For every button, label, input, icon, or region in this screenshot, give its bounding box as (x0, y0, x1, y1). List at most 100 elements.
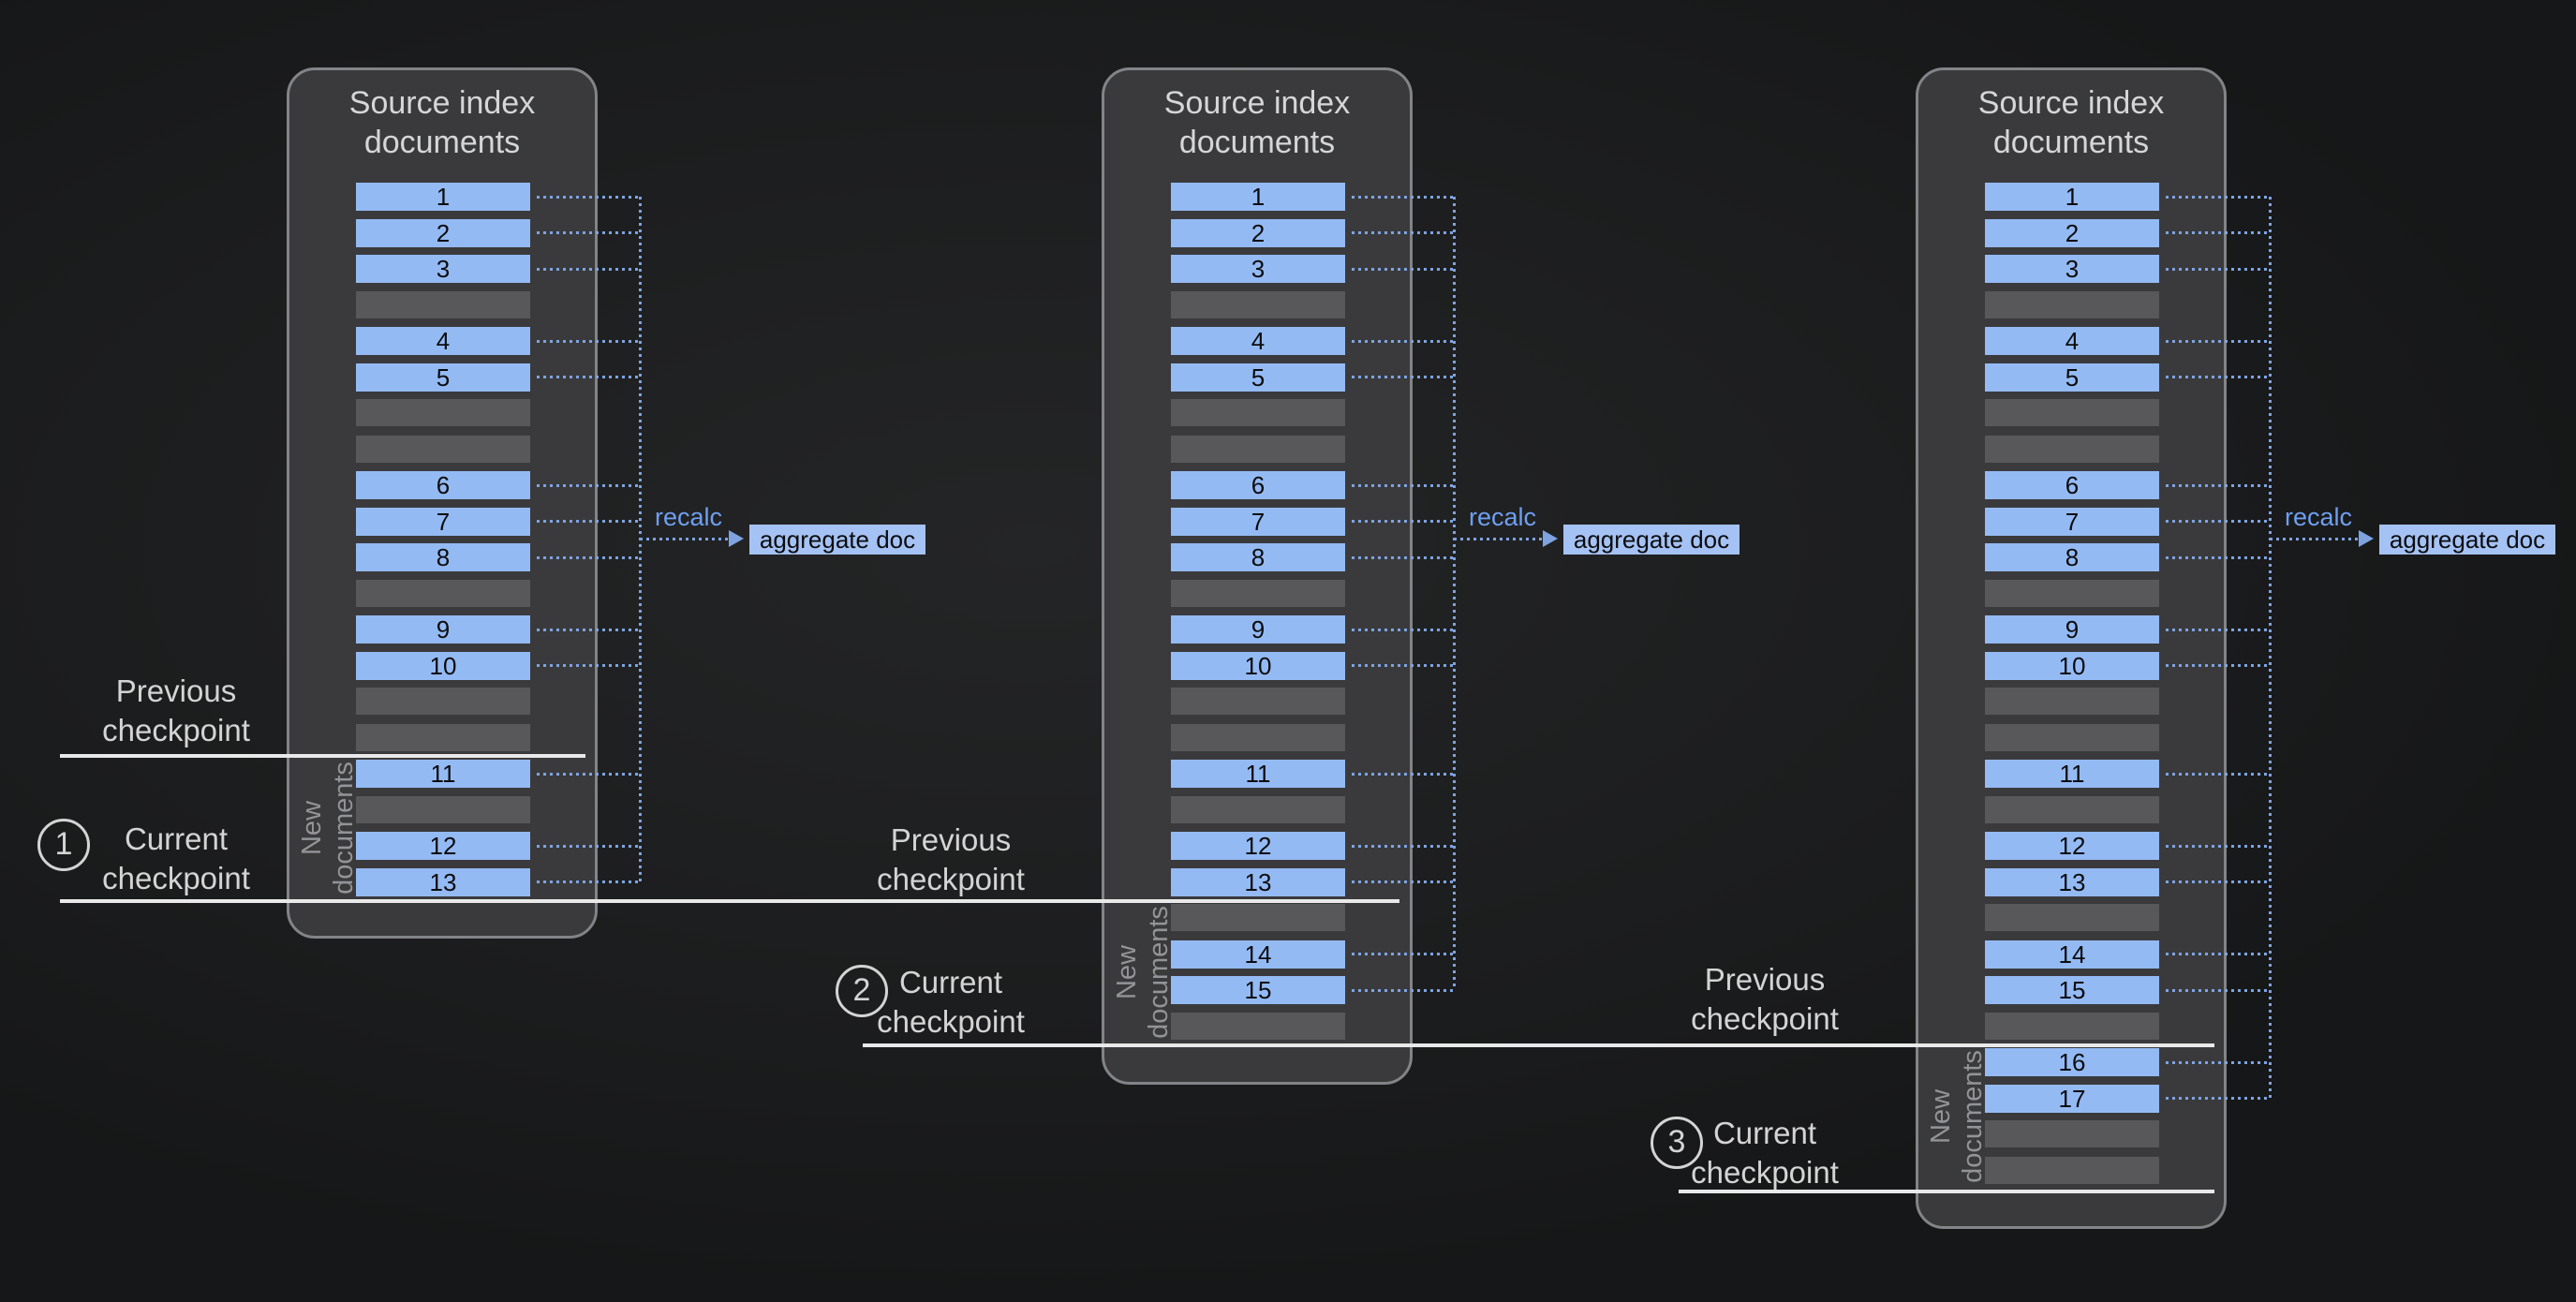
placeholder-bar (1171, 1012, 1345, 1040)
document-bar: 6 (1171, 471, 1345, 499)
placeholder-bar (356, 290, 530, 318)
document-bar: 3 (1985, 255, 2159, 283)
recalc-arrow-line (1454, 537, 1543, 540)
placeholder-bar (1171, 904, 1345, 931)
connector-line (1352, 664, 1454, 667)
connector-line (1352, 953, 1454, 955)
document-bar: 17 (1985, 1084, 2159, 1113)
document-bar: 4 (1171, 327, 1345, 355)
document-bar: 14 (1985, 940, 2159, 969)
previous-checkpoint-line2: checkpoint (877, 862, 1025, 896)
panel-title-line: Source index (348, 85, 536, 121)
previous-checkpoint-line2: checkpoint (102, 713, 250, 747)
document-bar: 5 (1171, 362, 1345, 392)
document-bar: 6 (1985, 471, 2159, 499)
previous-checkpoint-line1: Previous (1704, 962, 1826, 997)
bracket-line (1452, 197, 1456, 990)
document-bar: 13 (356, 867, 530, 896)
connector-line (1352, 555, 1454, 559)
connector-line (537, 195, 640, 199)
connector-line (537, 483, 640, 487)
placeholder-bar (1985, 723, 2159, 751)
placeholder-bar (1985, 1120, 2159, 1147)
document-bar: 15 (1985, 976, 2159, 1004)
connector-line (1352, 880, 1454, 883)
connector-line (537, 555, 640, 559)
connector-line (1352, 844, 1454, 848)
document-bar: 1 (1985, 183, 2159, 211)
panel-title-line: Source index (1977, 85, 2165, 121)
recalc-label: recalc (2285, 503, 2353, 531)
connector-line (537, 844, 640, 848)
connector-line (2166, 844, 2270, 848)
placeholder-bar (1985, 795, 2159, 823)
connector-line (2166, 772, 2270, 776)
placeholder-bar (356, 723, 530, 751)
connector-line (2166, 953, 2270, 955)
connector-line (2166, 195, 2270, 199)
document-bar: 10 (1171, 651, 1345, 680)
document-bar: 9 (356, 615, 530, 644)
placeholder-bar (356, 399, 530, 426)
document-bar: 8 (1171, 543, 1345, 571)
document-bar: 10 (1985, 651, 2159, 680)
connector-line (537, 664, 640, 667)
document-bar: 9 (1171, 615, 1345, 644)
step-badge: 1 (37, 819, 90, 871)
recalc-arrow-line (640, 537, 729, 540)
previous-checkpoint-label: Previous checkpoint (1596, 960, 1933, 1039)
placeholder-bar (1985, 435, 2159, 463)
document-bar: 16 (1985, 1048, 2159, 1076)
recalc-arrowhead-icon (729, 530, 744, 547)
document-bar: 2 (1171, 218, 1345, 247)
recalc-arrowhead-icon (1543, 530, 1558, 547)
connector-line (2166, 664, 2270, 667)
aggregate-doc-box: aggregate doc (2379, 525, 2555, 555)
connector-line (1352, 628, 1454, 631)
document-bar: 2 (1985, 218, 2159, 247)
connector-line (2166, 555, 2270, 559)
step-badge: 3 (1651, 1117, 1703, 1169)
connector-line (2166, 339, 2270, 343)
placeholder-bar (1985, 579, 2159, 607)
source-index-panel (287, 67, 598, 939)
document-bar: 1 (356, 183, 530, 211)
document-bar: 9 (1985, 615, 2159, 644)
document-bar: 6 (356, 471, 530, 499)
aggregate-doc-box: aggregate doc (1563, 525, 1740, 555)
placeholder-bar (1985, 290, 2159, 318)
connector-line (1352, 339, 1454, 343)
document-bar: 12 (1171, 832, 1345, 860)
document-bar: 5 (1985, 362, 2159, 392)
document-bar: 7 (356, 507, 530, 536)
aggregate-doc-box: aggregate doc (749, 525, 925, 555)
document-bar: 3 (356, 255, 530, 283)
connector-line (537, 628, 640, 631)
step-badge: 2 (836, 965, 888, 1017)
connector-line (1352, 376, 1454, 378)
document-bar: 14 (1171, 940, 1345, 969)
connector-line (537, 231, 640, 234)
placeholder-bar (1171, 688, 1345, 715)
current-checkpoint-line1: Current (124, 821, 229, 856)
current-checkpoint-line2: checkpoint (877, 1004, 1025, 1039)
document-bar: 2 (356, 218, 530, 247)
placeholder-bar (1171, 290, 1345, 318)
connector-line (1352, 231, 1454, 234)
document-bar: 13 (1171, 867, 1345, 896)
previous-checkpoint-line2: checkpoint (1691, 1001, 1839, 1036)
document-bar: 13 (1985, 867, 2159, 896)
recalc-label: recalc (655, 503, 723, 531)
current-checkpoint-line2: checkpoint (1691, 1155, 1839, 1190)
placeholder-bar (1171, 579, 1345, 607)
placeholder-bar (1171, 723, 1345, 751)
document-bar: 4 (356, 327, 530, 355)
panel-title-line: Source index (1163, 85, 1351, 121)
